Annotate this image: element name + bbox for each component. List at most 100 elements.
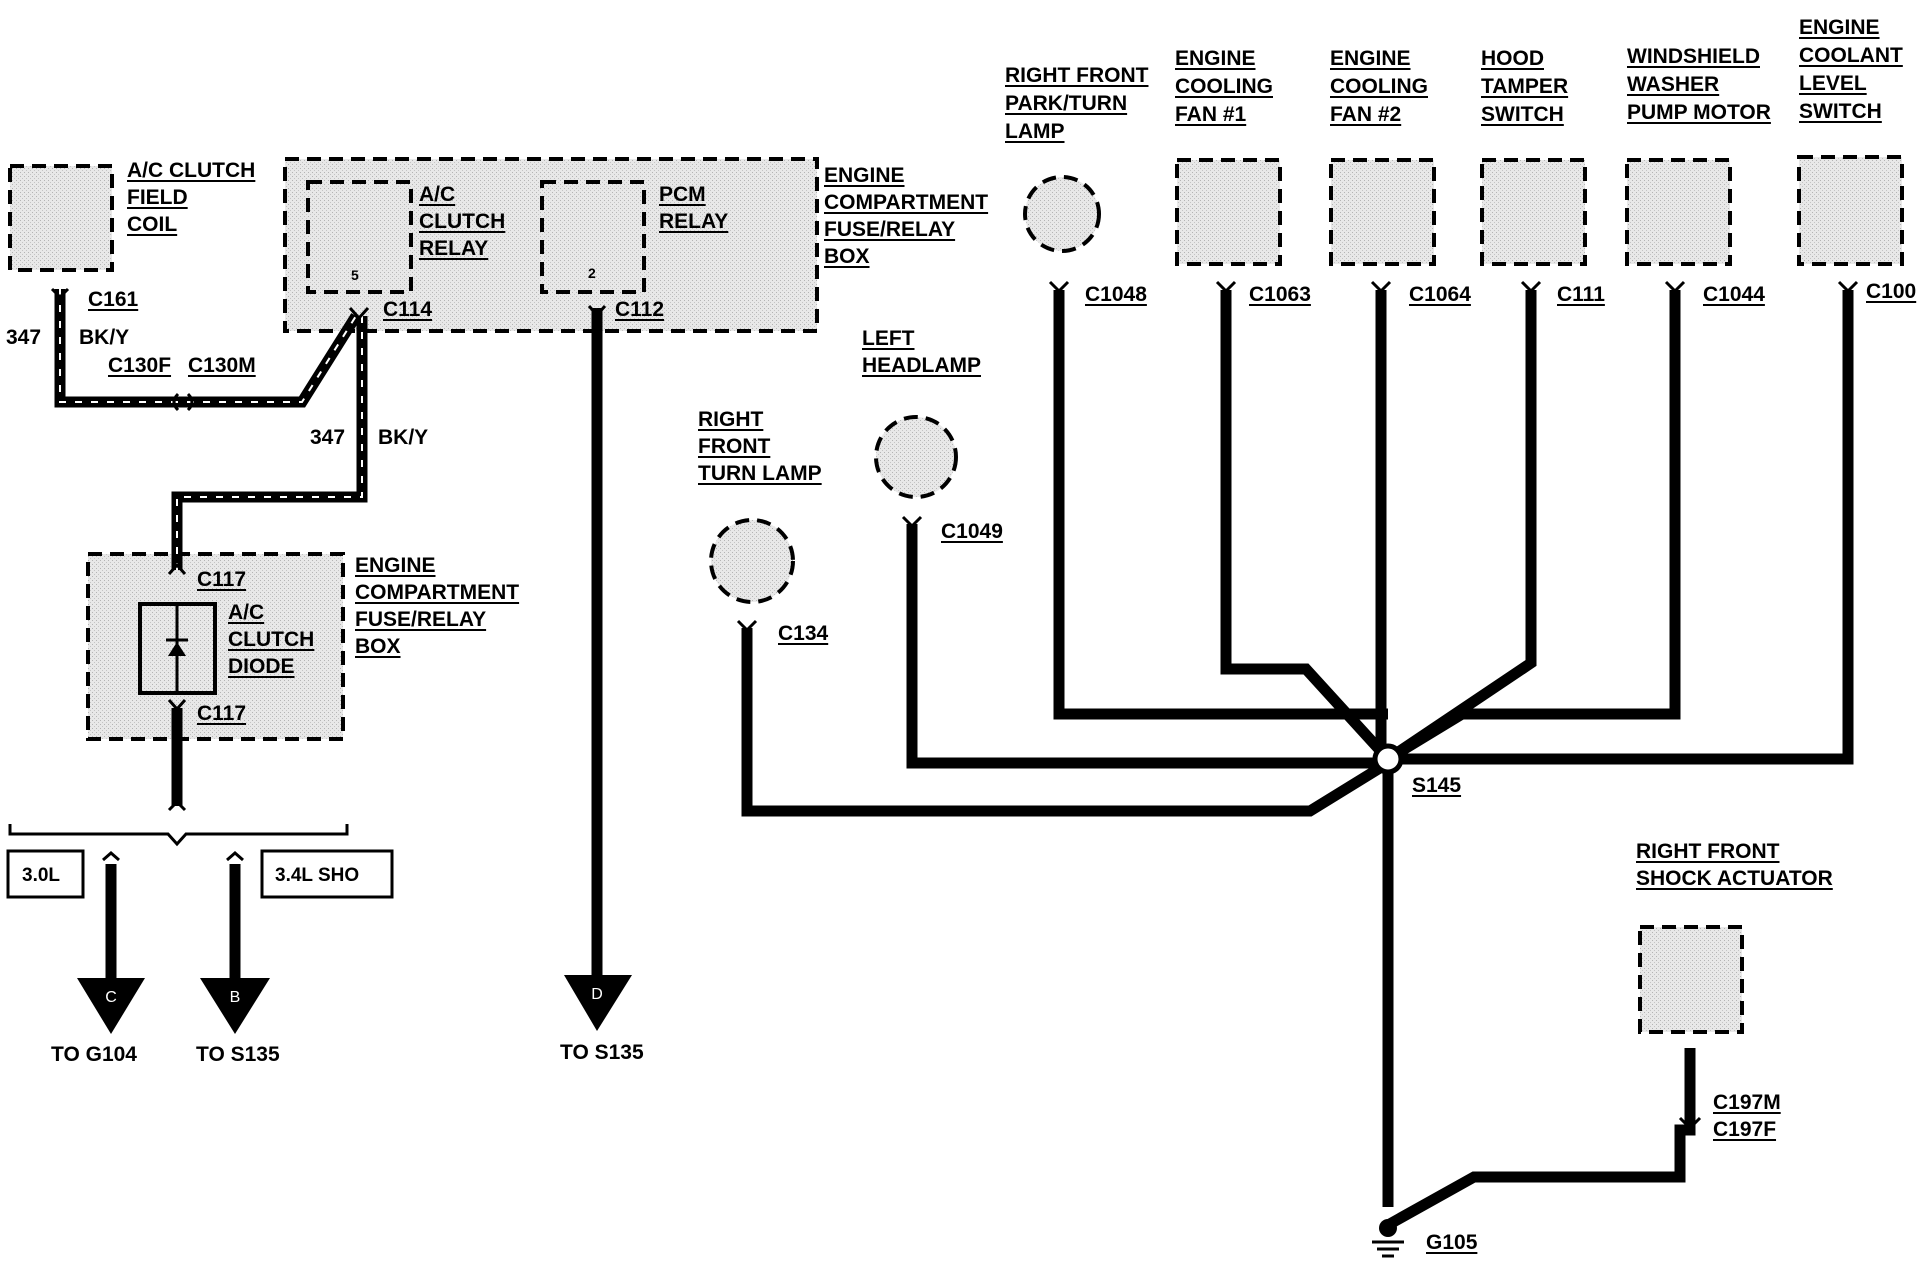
connector-s145-label: S145: [1412, 774, 1461, 797]
connector-c114-label: C114: [383, 298, 432, 321]
arrow-c-letter: C: [105, 989, 117, 1006]
ac-clutch-relay-box: [306, 180, 413, 294]
right-front-park-turn-lamp-label-1: RIGHT FRONT: [1005, 64, 1149, 87]
engine-coolant-level-switch-label-2: COOLANT: [1799, 44, 1903, 67]
connector-c1044-label: C1044: [1703, 283, 1765, 306]
pcm-relay-box: [540, 180, 646, 294]
ac-clutch-diode-label-2: CLUTCH: [228, 628, 314, 651]
windshield-washer-pump-motor-label-1: WINDSHIELD: [1627, 45, 1760, 68]
splice-s145: [1372, 743, 1404, 775]
arrow-to-s135-b: [200, 978, 270, 1034]
connector-c1048-symbol: [1048, 280, 1070, 294]
fuse-relay-box-left-label-3: FUSE/RELAY: [355, 608, 486, 631]
connector-c1063-label: C1063: [1249, 283, 1311, 306]
connector-c117-top-symbol: [167, 562, 187, 575]
connector-c1044-symbol: [1664, 280, 1686, 294]
engine-cooling-fan-1-box: [1175, 158, 1282, 266]
fuse-relay-box-top-label-4: BOX: [824, 245, 870, 268]
right-front-shock-actuator-label-2: SHOCK ACTUATOR: [1636, 867, 1833, 890]
connector-c117-bottom-label: C117: [197, 702, 246, 725]
splice-fork-bottom: [167, 799, 187, 812]
connector-c134-label: C134: [778, 622, 829, 645]
fuse-relay-box-top-label-2: COMPARTMENT: [824, 191, 988, 214]
engine-cooling-fan-1-label-1: ENGINE: [1175, 47, 1256, 70]
fuse-relay-box-left-label-1: ENGINE: [355, 554, 436, 577]
connector-c111-symbol: [1520, 280, 1542, 294]
connector-c1064-symbol: [1370, 280, 1392, 294]
fuse-relay-box-left-label-2: COMPARTMENT: [355, 581, 519, 604]
ac-clutch-diode-label-1: A/C: [228, 601, 264, 624]
wire-color-label-2: BK/Y: [378, 426, 428, 449]
hood-tamper-switch-label-3: SWITCH: [1481, 103, 1564, 126]
connector-c1049-label: C1049: [941, 520, 1003, 543]
dest-label-s135-b: TO S135: [196, 1043, 280, 1066]
ac-clutch-diode-label-3: DIODE: [228, 655, 295, 678]
option-box-3-0l: [6, 849, 85, 899]
component-labels: A/C CLUTCHFIELDCOILA/CCLUTCHRELAYPCMRELA…: [127, 16, 1903, 890]
left-headlamp-symbol: [874, 415, 958, 499]
engine-coolant-level-switch-label-1: ENGINE: [1799, 16, 1880, 39]
dest-label-s135-d: TO S135: [560, 1041, 644, 1064]
right-front-park-turn-lamp-label-2: PARK/TURN: [1005, 92, 1127, 115]
option-3-0l-label: 3.0L: [22, 865, 60, 886]
connector-c111-label: C111: [1557, 283, 1605, 306]
connector-c134-symbol: [736, 619, 758, 633]
connector-c1063-symbol: [1215, 280, 1237, 294]
engine-coolant-level-switch-box: [1797, 155, 1904, 266]
circuit-347-label-1: 347: [6, 326, 41, 349]
arrow-to-g104: [77, 978, 145, 1034]
connector-c112-symbol: [587, 305, 607, 318]
hood-tamper-switch-box: [1480, 158, 1587, 266]
ground-harness: [741, 290, 1854, 1230]
windshield-washer-pump-motor-label-3: PUMP MOTOR: [1627, 101, 1771, 124]
hood-tamper-switch-label-1: HOOD: [1481, 47, 1544, 70]
engine-cooling-fan-2-label-2: COOLING: [1330, 75, 1428, 98]
engine-cooling-fan-2-label-1: ENGINE: [1330, 47, 1411, 70]
connector-c197-symbol: [1678, 1116, 1702, 1131]
ac-clutch-field-coil-label-3: COIL: [127, 213, 177, 236]
engine-cooling-fan-2-label-3: FAN #2: [1330, 103, 1401, 126]
circuit-347-label-2: 347: [310, 426, 345, 449]
left-headlamp-label-1: LEFT: [862, 327, 915, 350]
connector-c100-symbol: [1837, 280, 1859, 294]
ac-clutch-relay-label-3: RELAY: [419, 237, 488, 260]
connector-c130-symbol: [172, 392, 194, 412]
option-fork-b: [226, 851, 244, 862]
connector-c117-top-label: C117: [197, 568, 246, 591]
fuse-relay-box-top-label-3: FUSE/RELAY: [824, 218, 955, 241]
pcm-relay-pin-label: 2: [588, 265, 596, 281]
connector-c114-symbol: [348, 306, 370, 321]
ac-relay-pin-label: 5: [351, 267, 359, 283]
connector-c161-label: C161: [88, 288, 139, 311]
right-front-turn-lamp-label-3: TURN LAMP: [698, 462, 822, 485]
ac-clutch-relay-label-2: CLUTCH: [419, 210, 505, 233]
pcm-relay-label-1: PCM: [659, 183, 706, 206]
ac-clutch-field-coil-label-2: FIELD: [127, 186, 188, 209]
hood-tamper-switch-label-2: TAMPER: [1481, 75, 1568, 98]
option-box-3-4l-sho: [260, 849, 394, 899]
connector-g105-label: G105: [1426, 1231, 1478, 1254]
engine-cooling-fan-1-label-2: COOLING: [1175, 75, 1273, 98]
wire-color-label-1: BK/Y: [79, 326, 129, 349]
arrow-b-letter: B: [230, 989, 241, 1006]
wire-347-diode: [171, 316, 368, 570]
connector-c197m-label: C197M: [1713, 1091, 1781, 1114]
engine-option-brace: [8, 824, 349, 847]
ground-g105-icon: [1372, 1219, 1404, 1258]
windshield-washer-pump-motor-label-2: WASHER: [1627, 73, 1719, 96]
connector-c112-label: C112: [615, 298, 664, 321]
fuse-relay-box-left-label-4: BOX: [355, 635, 401, 658]
right-front-shock-actuator-box: [1638, 925, 1744, 1034]
engine-cooling-fan-1-label-3: FAN #1: [1175, 103, 1247, 126]
arrow-d-letter: D: [591, 986, 603, 1003]
left-headlamp-label-2: HEADLAMP: [862, 354, 981, 377]
ac-clutch-relay-label-1: A/C: [419, 183, 455, 206]
connector-c1048-label: C1048: [1085, 283, 1147, 306]
wire-347-field-coil: [54, 289, 361, 408]
ac-clutch-field-coil-box: [8, 164, 114, 272]
right-front-turn-lamp-label-1: RIGHT: [698, 408, 764, 431]
connector-c161-symbol: [50, 287, 70, 300]
